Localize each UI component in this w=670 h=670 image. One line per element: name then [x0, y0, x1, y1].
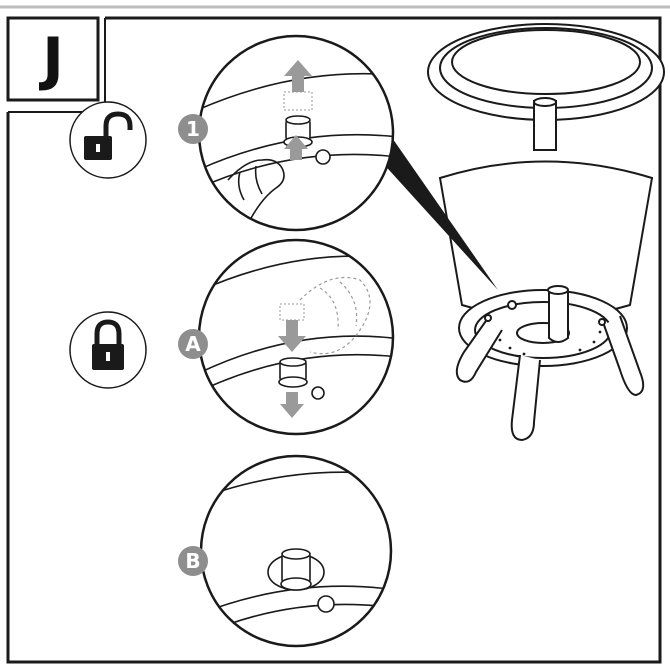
- svg-text:A: A: [185, 332, 201, 356]
- unlocked-padlock-icon: [69, 101, 147, 179]
- detail-circle-1: [197, 34, 395, 232]
- locked-padlock-icon: [69, 311, 147, 389]
- svg-text:B: B: [185, 549, 200, 573]
- svg-text:1: 1: [186, 117, 200, 141]
- panel-letter: J: [42, 25, 64, 93]
- detail-circle-A: [197, 238, 395, 436]
- planter-illustration: [427, 23, 665, 442]
- step-marker-B: B: [178, 546, 208, 576]
- zoom-pointer: [380, 132, 498, 290]
- step-marker-A: A: [178, 329, 208, 359]
- detail-circle-B: [199, 454, 393, 648]
- step-marker-1: 1: [178, 114, 208, 144]
- panel-letter-box: [6, 16, 100, 102]
- panel-frame: [6, 16, 662, 664]
